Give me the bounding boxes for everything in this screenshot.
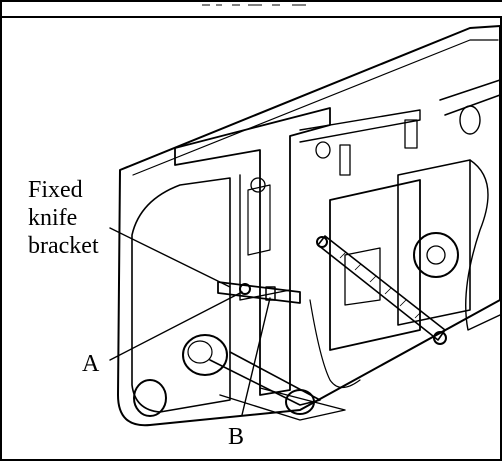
leader-a [109,291,243,361]
spring-cable [465,159,501,331]
post-1 [339,144,351,176]
screw-a [239,283,251,295]
lower-shaft [209,351,321,406]
central-frame [174,107,331,396]
cap-nut [315,141,331,159]
base-plate [219,387,346,421]
gear-housing [397,159,471,326]
right-shaft-end [459,105,481,135]
vertical-slot [247,184,271,256]
link-pivot-top [316,236,328,248]
label-line-3: bracket [28,233,99,259]
leader-b [241,297,271,416]
upper-rod [299,109,421,143]
callout-b-label: B [228,424,245,450]
mechanism-block [329,179,421,351]
wire-loop [309,299,361,389]
link-pivot-bottom [433,331,447,345]
left-panel [131,177,231,413]
gear-hub [426,245,446,265]
bed-plate-inner [132,39,499,176]
link-arm [317,235,446,341]
fixed-knife-bracket-plate [217,281,301,304]
bed-plate-outline [117,25,501,427]
top-edge-marks [202,4,306,6]
label-line-1: Fixed [28,177,83,203]
leader-bracket [109,227,231,288]
label-line-2: knife [28,205,78,231]
callout-a-label: A [82,351,100,377]
post-2 [404,119,418,149]
top-border-strip [2,2,502,18]
right-shaft [439,79,501,116]
screw-b [265,286,276,301]
gear-wheel [413,232,459,278]
inner-frame-rail [239,174,291,301]
small-bracket [344,247,381,306]
arm-hatching [339,251,422,319]
left-hole [182,334,228,376]
fixed-knife-bracket-label: Fixed knife bracket [28,176,99,260]
nut-upper-left [250,177,266,193]
roller-left [133,379,167,417]
left-hole-inner [187,340,213,364]
